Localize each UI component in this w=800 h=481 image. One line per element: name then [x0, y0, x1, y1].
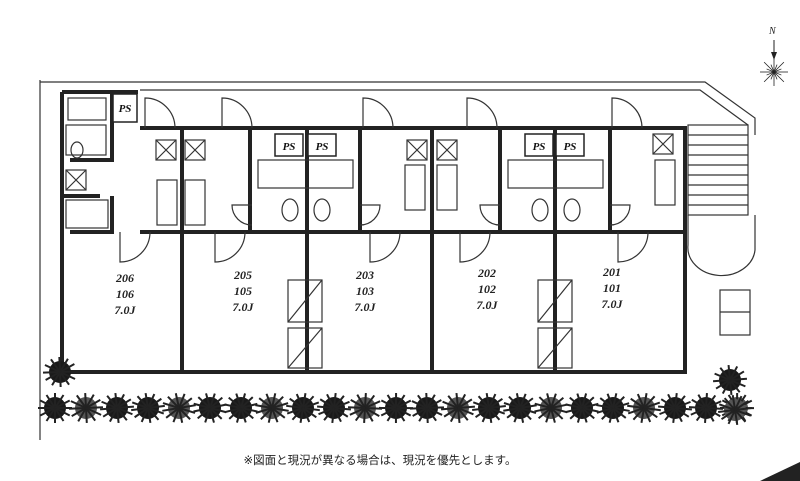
tree-icon: [565, 393, 599, 423]
tree-icon: [99, 392, 135, 424]
svg-text:N: N: [768, 26, 777, 37]
tree-icon: [378, 392, 414, 424]
svg-text:PS: PS: [283, 141, 296, 153]
unit-lower: 102: [478, 282, 496, 296]
corridor-rail: [140, 89, 749, 126]
tree-icon: [688, 392, 724, 424]
tree-icon: [472, 392, 506, 424]
staircase: [687, 124, 756, 336]
unit-upper: 201: [602, 265, 621, 279]
tree-icon: [131, 392, 165, 424]
tree-icon: [409, 392, 445, 424]
tree-icon: [712, 364, 748, 396]
unit-labels: 206 106 7.0J 205 105 7.0J 203 103 7.0J 2…: [115, 265, 624, 317]
landscape-trees: [38, 356, 755, 426]
unit-upper: 203: [355, 268, 374, 282]
unit-upper: 202: [477, 266, 496, 280]
unit-lower: 101: [603, 281, 621, 295]
tree-icon: [286, 392, 320, 424]
tree-icon: [503, 393, 537, 423]
unit-size: 7.0J: [355, 300, 377, 314]
tree-icon: [316, 392, 352, 424]
unit-size: 7.0J: [115, 303, 137, 317]
tree-icon: [68, 392, 104, 424]
tree-icon: [718, 394, 752, 426]
unit-upper: 205: [233, 268, 252, 282]
tree-icon: [162, 393, 196, 423]
unit-size: 7.0J: [477, 298, 499, 312]
building-walls: [60, 90, 687, 374]
unit-lower: 105: [234, 284, 252, 298]
tree-icon: [193, 393, 227, 423]
compass-icon: N: [760, 26, 788, 86]
tree-icon: [347, 392, 383, 424]
tree-icon: [534, 393, 568, 423]
svg-text:PS: PS: [564, 141, 577, 153]
tree-icon: [255, 393, 289, 423]
unit-size: 7.0J: [602, 297, 624, 311]
tree-icon: [657, 392, 693, 424]
unit-lower: 106: [116, 287, 134, 301]
svg-text:PS: PS: [316, 141, 329, 153]
tree-icon: [42, 356, 78, 388]
unit-upper: 206: [115, 271, 134, 285]
unit-size: 7.0J: [233, 300, 255, 314]
fixtures: [65, 97, 676, 369]
footnote: ※図面と現況が異なる場合は、現況を優先とします。: [243, 453, 517, 467]
tree-icon: [38, 393, 72, 423]
ps-shafts: PS PS PS PS PS: [112, 93, 585, 157]
tree-icon: [627, 393, 661, 423]
tree-icon: [224, 393, 258, 423]
page-edge: [760, 462, 800, 481]
svg-text:PS: PS: [119, 103, 132, 115]
svg-text:PS: PS: [533, 141, 546, 153]
tree-icon: [440, 392, 476, 424]
unit-lower: 103: [356, 284, 374, 298]
site-boundary-top: [40, 81, 756, 135]
tree-icon: [596, 393, 630, 423]
